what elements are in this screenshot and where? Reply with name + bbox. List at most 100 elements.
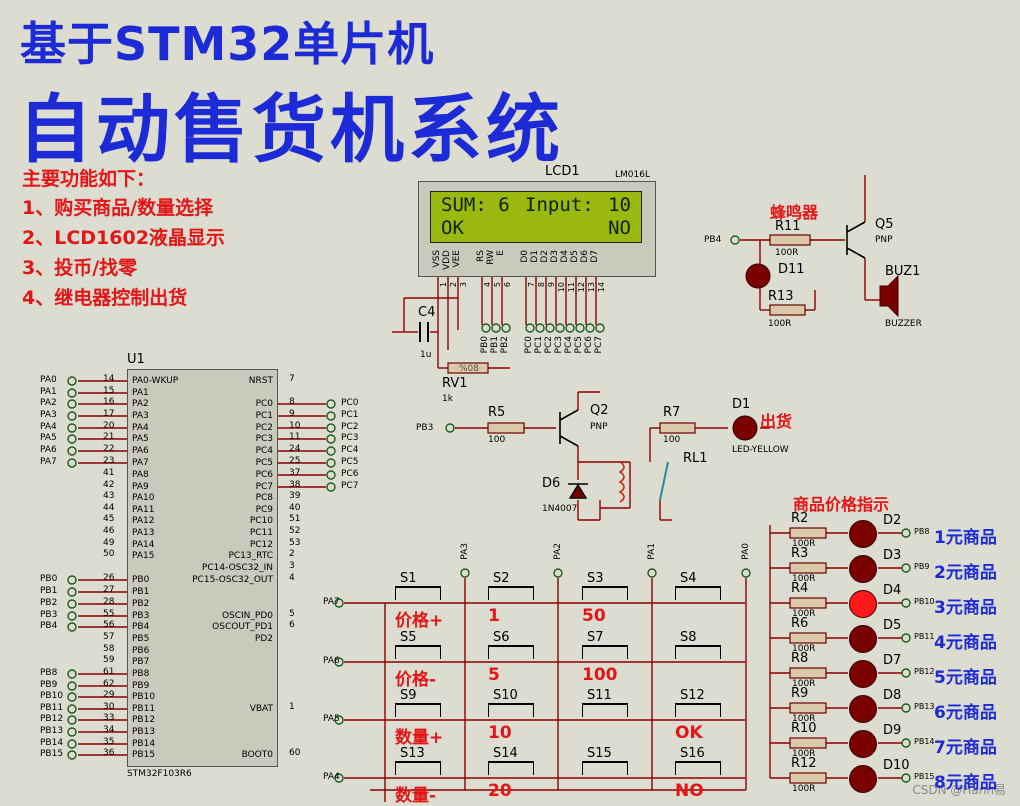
keypad-switch[interactable] <box>395 703 441 717</box>
feature-item-4: 4、继电器控制出货 <box>22 287 188 309</box>
key-label: NO <box>675 781 704 801</box>
lcd-pin-number: 6 <box>503 282 512 288</box>
buzzer-label: 蜂鸣器 <box>770 203 819 222</box>
price-resistor-ref: R3 <box>791 546 809 561</box>
mcu-pin-number: 2 <box>289 549 295 559</box>
keypad-switch[interactable] <box>395 761 441 775</box>
keypad-switch[interactable] <box>582 703 628 717</box>
buz-type: BUZZER <box>885 319 922 329</box>
price-led-ref: D10 <box>883 758 910 773</box>
keypad-switch[interactable] <box>675 761 721 775</box>
keypad-switch[interactable] <box>488 586 534 600</box>
lcd-pin-name: D3 <box>550 250 560 263</box>
relay-output-label: 出货 <box>760 412 793 431</box>
rl1-ref: RL1 <box>683 451 708 466</box>
lcd-row1-right: 10 <box>608 194 631 216</box>
mcu-pin-name: PC13_RTC <box>228 551 273 561</box>
keypad-col-net: PA0 <box>741 543 751 560</box>
price-led-ref: D8 <box>883 688 902 703</box>
key-ref: S9 <box>400 688 417 703</box>
mcu-net-label: PC6 <box>341 469 359 479</box>
lcd-pin-number: 12 <box>577 282 586 293</box>
lcd-pin-number: 3 <box>459 282 468 288</box>
mcu-pin-name: VBAT <box>249 704 273 714</box>
keypad-switch[interactable] <box>395 645 441 659</box>
price-led-ref: D4 <box>883 583 902 598</box>
price-resistor-ref: R8 <box>791 651 809 666</box>
mcu-net-label: PA5 <box>40 433 57 443</box>
mcu-pin-name: PB9 <box>132 681 150 691</box>
rv1-value: 1k <box>442 394 453 404</box>
keypad-switch[interactable] <box>675 645 721 659</box>
lcd-row1-mid: Input: <box>525 194 594 216</box>
mcu-pin-number: 10 <box>289 421 301 431</box>
lcd-net-label: PB1 <box>490 336 500 354</box>
mcu-pin-number: 25 <box>289 456 301 466</box>
key-label: 价格- <box>395 670 437 690</box>
price-led-icon <box>849 590 877 618</box>
price-resistor-value: 100R <box>792 679 816 689</box>
price-led-net: PB11 <box>914 632 935 641</box>
mcu-pin-name: PB6 <box>132 646 150 656</box>
mcu-pin-name: PC5 <box>255 458 273 468</box>
lcd-pin-number: 14 <box>597 282 606 293</box>
keypad-switch[interactable] <box>488 761 534 775</box>
price-led-net: PB15 <box>914 772 935 781</box>
mcu-pin-name: PB0 <box>132 575 150 585</box>
mcu-pin-name: PB2 <box>132 599 150 609</box>
keypad-switch[interactable] <box>582 645 628 659</box>
lcd-pin-name: E <box>496 250 506 256</box>
keypad-switch[interactable] <box>675 703 721 717</box>
title-line2: 自动售货机系统 <box>18 87 564 173</box>
mcu-net-label: PC4 <box>341 445 359 455</box>
mcu-pin-number: 28 <box>103 597 115 607</box>
keypad-switch[interactable] <box>395 586 441 600</box>
mcu-pin-name: PC8 <box>255 493 273 503</box>
lcd-net-label: PC2 <box>544 336 554 354</box>
price-resistor-ref: R12 <box>791 756 817 771</box>
keypad-switch[interactable] <box>582 586 628 600</box>
mcu-pin-number: 6 <box>289 620 295 630</box>
mcu-pin-number: 55 <box>103 609 115 619</box>
mcu-pin-number: 61 <box>103 667 115 677</box>
mcu-pin-number: 14 <box>103 374 115 384</box>
mcu-net-label: PB2 <box>40 598 58 608</box>
price-led-ref: D3 <box>883 548 902 563</box>
keypad-switch[interactable] <box>582 761 628 775</box>
mcu-pin-name: PB7 <box>132 657 150 667</box>
keypad-switch[interactable] <box>675 586 721 600</box>
mcu-pin-name: PA11 <box>132 505 155 515</box>
mcu-pin-name: PA7 <box>132 458 149 468</box>
mcu-net-label: PA3 <box>40 410 57 420</box>
rv1-ref: RV1 <box>442 376 468 391</box>
mcu-pin-name: PB4 <box>132 622 150 632</box>
mcu-pin-number: 36 <box>103 748 115 758</box>
mcu-pin-number: 59 <box>103 655 115 665</box>
price-led-text: 2元商品 <box>934 563 997 583</box>
watermark: CSDN @Hann易 <box>912 783 1006 797</box>
mcu-pin-number: 42 <box>103 480 115 490</box>
key-ref: S3 <box>587 571 604 586</box>
keypad-switch[interactable] <box>488 645 534 659</box>
mcu-pin-name: PA4 <box>132 423 149 433</box>
r11-value: 100R <box>775 248 799 258</box>
lcd-pin-name: D1 <box>530 250 540 263</box>
mcu-net-label: PB15 <box>40 749 64 759</box>
mcu-pin-number: 60 <box>289 748 301 758</box>
mcu-pin-number: 11 <box>289 432 301 442</box>
q5-type: PNP <box>875 235 893 245</box>
mcu-pin-number: 15 <box>103 386 115 396</box>
price-led-text: 6元商品 <box>934 703 997 723</box>
mcu-pin-name: PB8 <box>132 669 150 679</box>
keypad-switch[interactable] <box>488 703 534 717</box>
lcd-screen: SUM: 6 Input: 10 OK NO <box>430 191 642 243</box>
mcu-pin-name: PA2 <box>132 399 149 409</box>
mcu-pin-number: 33 <box>103 713 115 723</box>
lcd-pin-number: 10 <box>557 282 566 293</box>
key-label: 5 <box>488 665 500 685</box>
mcu-pin-name: PB3 <box>132 611 150 621</box>
d6-type: 1N4007 <box>542 504 578 514</box>
feature-item-1: 1、购买商品/数量选择 <box>22 197 214 219</box>
mcu-net-label: PA1 <box>40 387 57 397</box>
mcu-pin-name: PA6 <box>132 446 149 456</box>
